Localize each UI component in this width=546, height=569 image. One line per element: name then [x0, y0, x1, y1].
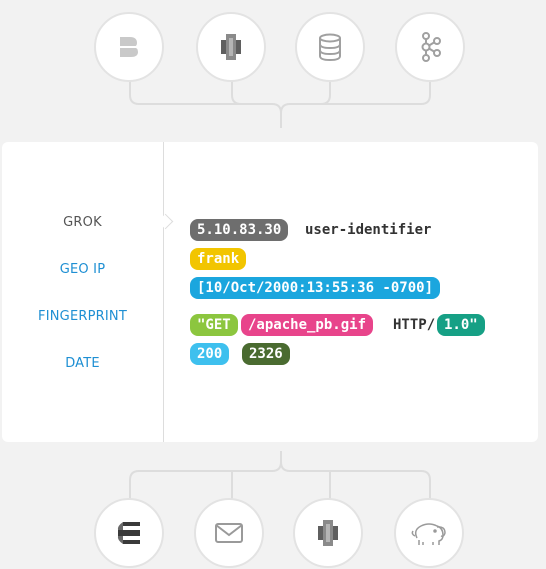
beats-icon	[120, 37, 138, 57]
log-line: 5.10.83.30 user-identifier frank [10/Oct…	[190, 219, 530, 372]
elasticsearch-icon	[117, 522, 140, 544]
filter-step-fingerprint[interactable]: FINGERPRINT	[38, 309, 127, 324]
hadoop-icon	[411, 523, 446, 545]
aws-kinesis-input[interactable]	[196, 12, 266, 82]
token-protocol: HTTP/	[393, 317, 436, 333]
token-version: 1.0"	[437, 314, 485, 336]
token-user-identifier: user-identifier	[305, 222, 432, 238]
hadoop-output[interactable]	[394, 498, 464, 568]
filter-card: GROK GEO IP FINGERPRINT DATE 5.10.83.30 …	[2, 142, 538, 442]
kafka-input[interactable]	[395, 12, 465, 82]
aws-kinesis-output[interactable]	[293, 498, 363, 568]
filter-step-date[interactable]: DATE	[65, 356, 100, 371]
token-timestamp: [10/Oct/2000:13:55:36 -0700]	[190, 277, 441, 299]
email-icon	[215, 523, 243, 543]
kafka-icon	[421, 32, 441, 62]
database-icon	[319, 33, 341, 62]
beats-input[interactable]	[94, 12, 164, 82]
token-method: "GET	[190, 314, 238, 336]
aws-kinesis-icon	[318, 520, 338, 546]
filter-step-grok[interactable]: GROK	[63, 215, 102, 230]
filter-step-geo-ip[interactable]: GEO IP	[59, 262, 106, 277]
token-status: 200	[190, 343, 230, 365]
token-user: frank	[190, 248, 247, 270]
token-path: /apache_pb.gif	[241, 314, 374, 336]
email-output[interactable]	[194, 498, 264, 568]
aws-kinesis-icon	[221, 34, 241, 60]
database-input[interactable]	[295, 12, 365, 82]
token-ip: 5.10.83.30	[190, 219, 289, 241]
token-bytes: 2326	[242, 343, 290, 365]
card-divider	[163, 142, 164, 442]
elasticsearch-output[interactable]	[94, 498, 164, 568]
